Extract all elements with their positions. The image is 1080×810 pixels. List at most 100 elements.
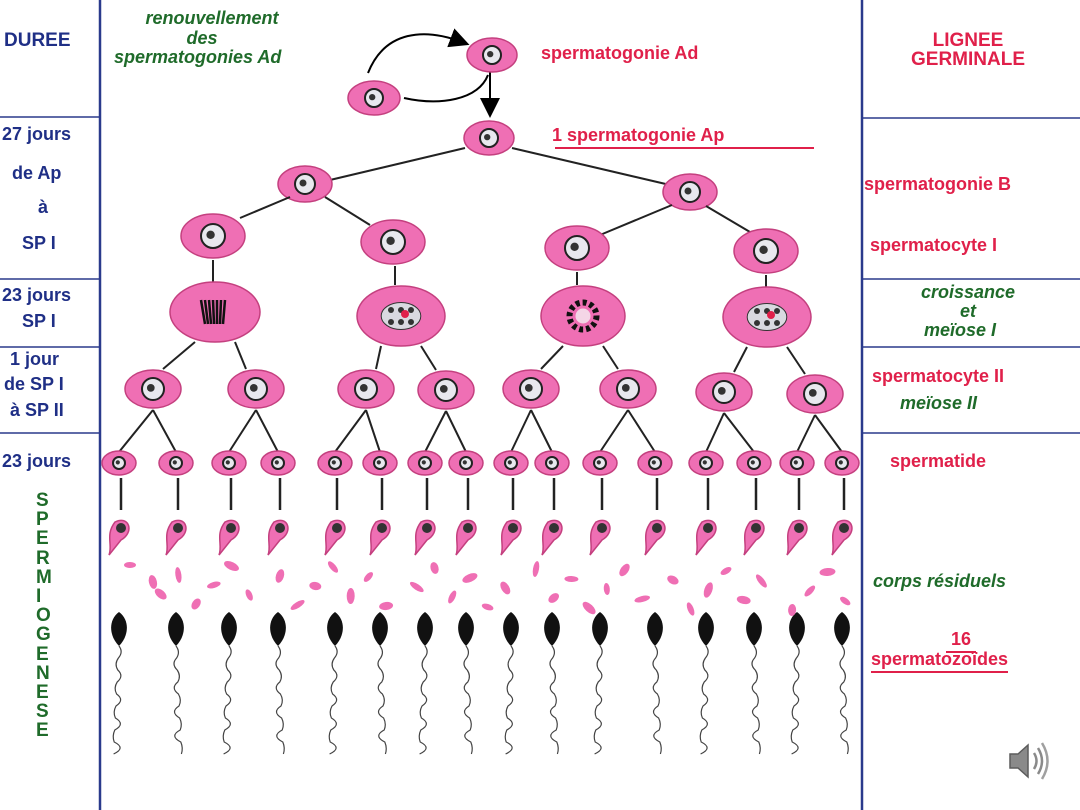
spermatogonie-ap-label: 1 spermatogonie Ap	[552, 125, 725, 145]
elongating-spermatide-nucleus	[173, 523, 183, 533]
residual-body	[290, 600, 305, 610]
spermatozoon-head	[417, 612, 433, 646]
corps-residuels-label: corps résiduels	[873, 571, 1007, 591]
spermiogenese-letter: I	[36, 586, 42, 607]
meiose-1-line	[733, 346, 748, 373]
residual-body	[346, 588, 355, 604]
growing-spermatocyte-1-cell-granule	[764, 320, 770, 326]
spermatozoon-head	[834, 612, 850, 646]
ap-to-b-line	[511, 147, 671, 186]
spermatozoon-head	[111, 612, 127, 646]
spermatozoon-tail	[173, 645, 183, 755]
meiose-2-line	[424, 410, 447, 453]
meiose-2-line	[255, 409, 279, 453]
elongating-spermatide-nucleus	[597, 523, 607, 533]
meiose-1-line	[162, 341, 196, 370]
residual-body	[154, 588, 167, 600]
cell-lineage-tree	[101, 37, 860, 755]
meiose-1-label: meïose I	[923, 320, 997, 340]
count-16-label: 16	[946, 630, 976, 653]
lignee-header-line1: LIGNEE	[932, 30, 1004, 51]
spermiogenese-letter: M	[36, 566, 52, 588]
spermatocyte-2-cell-chromatin	[146, 384, 155, 392]
spermatide-cell-chromatin	[225, 460, 230, 465]
residual-body	[755, 574, 767, 588]
residual-body	[532, 561, 540, 577]
spermatozoon-head	[458, 612, 474, 646]
spermatozoon-tail	[593, 645, 603, 755]
spermatozoon-tail	[504, 645, 514, 755]
meiose-2-line	[118, 409, 154, 453]
growing-spermatocyte-1-cell-granule	[408, 319, 414, 325]
spermatogonie-ap-cell-chromatin	[484, 133, 491, 141]
duration-1-line3: à	[38, 197, 49, 217]
spermatozoon-tail	[751, 645, 761, 755]
spermatozoon-head	[789, 612, 805, 646]
spermatogonie-b-label: spermatogonie B	[864, 174, 1012, 194]
growing-spermatocyte-1-cell	[169, 281, 261, 343]
renewal-label-line2: des	[186, 28, 218, 48]
residual-body	[481, 603, 494, 611]
meiose-2-line	[334, 409, 367, 453]
growing-spermatocyte-1-cell-nucleus	[380, 302, 422, 330]
meiose-2-line	[599, 409, 629, 453]
duration-3-line3: à SP II	[10, 400, 64, 420]
residual-body	[500, 581, 511, 595]
growing-spermatocyte-1-cell-granule-red	[767, 311, 775, 319]
elongating-spermatide-nucleus	[226, 523, 236, 533]
meiose-1-line	[540, 345, 564, 370]
elongating-spermatide-nucleus	[652, 523, 662, 533]
renewal-arrow-top	[367, 28, 470, 74]
spermatozoon-tail	[463, 645, 473, 755]
residual-body	[603, 583, 610, 595]
growing-spermatocyte-1-cell-chromosome	[218, 299, 223, 325]
spermatozoon-tail	[699, 645, 709, 755]
spermatocyte-1-cell-chromatin	[570, 242, 579, 251]
spermiogenese-letter: N	[36, 662, 50, 684]
residual-body	[309, 581, 322, 591]
spermatide-cell-chromatin	[331, 460, 336, 465]
spermatozoon-head	[698, 612, 714, 646]
growing-spermatocyte-1-cell-granule	[398, 319, 404, 325]
spermatide-label: spermatide	[890, 451, 987, 471]
spermatide-cell-chromatin	[115, 460, 120, 465]
spermatozoon-head	[327, 612, 343, 646]
spermiogenese-letter: E	[36, 720, 49, 742]
spermatozoon-tail	[652, 645, 662, 755]
spermatozoon-tail	[377, 645, 387, 755]
residual-body	[686, 602, 695, 616]
elongating-spermatide-nucleus	[332, 523, 342, 533]
spermatozoon-tail	[328, 645, 338, 755]
spermatozoon-head	[270, 612, 286, 646]
lignee-header-line2: GERMINALE	[911, 49, 1025, 70]
elongating-spermatide-nucleus	[549, 523, 559, 533]
spermatocyte-2-cell-chromatin	[717, 387, 726, 395]
spermatide-cell-chromatin	[172, 460, 177, 465]
spermatozoon-head	[647, 612, 663, 646]
residual-body	[224, 561, 239, 571]
spermatozoon-tail	[112, 645, 122, 755]
spermatide-cell-chromatin	[421, 460, 426, 465]
residual-body	[667, 575, 679, 585]
growing-spermatocyte-1-cell-granule	[754, 320, 760, 326]
spermatozoon-head	[168, 612, 184, 646]
residual-body	[840, 596, 851, 606]
spermatozoon-tail	[275, 645, 285, 755]
spermatide-cell-chromatin	[376, 460, 381, 465]
spermatogonie-b-cell-chromatin	[299, 179, 307, 187]
spermiogenese-letter: E	[36, 682, 49, 703]
spermatozoon-head	[544, 612, 560, 646]
spermatide-cell-chromatin	[507, 460, 512, 465]
residual-body	[819, 567, 836, 577]
spermiogenese-letter: S	[36, 701, 49, 723]
spermatozoon-head	[503, 612, 519, 646]
meiose-2-line	[705, 412, 725, 453]
speaker-icon[interactable]	[1004, 736, 1054, 786]
renewal-label-line3: spermatogonies Ad	[114, 47, 282, 67]
spermatozoon-tail	[790, 645, 800, 755]
spermatide-cell-chromatin	[596, 460, 601, 465]
residual-body	[275, 569, 285, 583]
spermatozoides-label: spermatozoïdes	[871, 650, 1009, 673]
residual-body	[462, 573, 478, 583]
